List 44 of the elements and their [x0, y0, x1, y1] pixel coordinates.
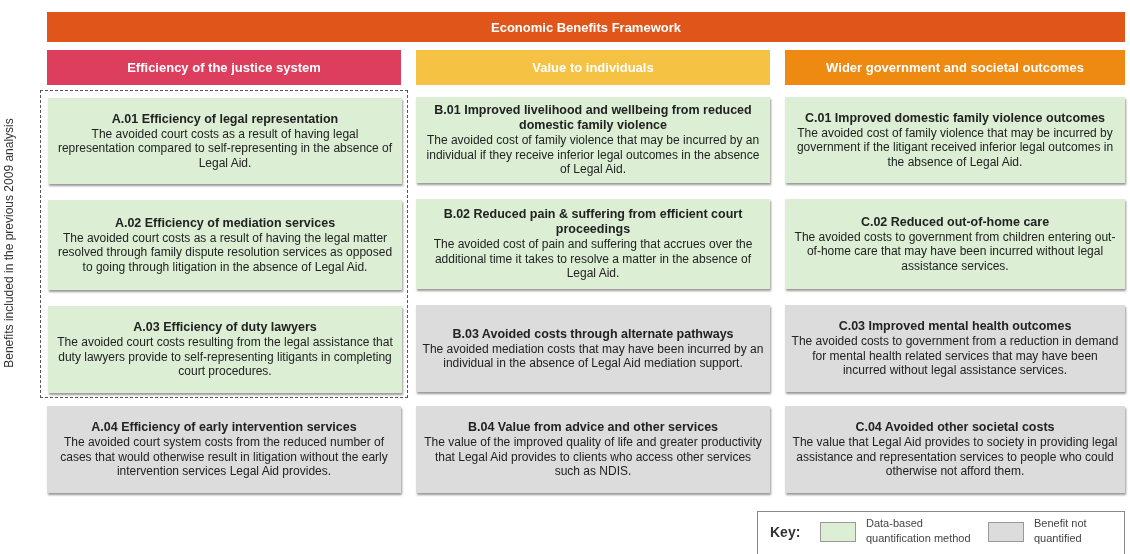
- card-heading: A.01 Efficiency of legal representation: [110, 111, 340, 127]
- card-description: The avoided cost of family violence that may be incurred by government if the litigant received inferior legal outcomes in the absence of Legal Aid.: [795, 125, 1115, 170]
- title-bar: Economic Benefits Framework: [47, 12, 1125, 42]
- benefit-card: [416, 305, 770, 392]
- card-description: The avoided mediation costs that may have been incurred by an individual in the absence of Legal Aid mediation support.: [422, 341, 764, 371]
- card-description: The avoided court system costs from the reduced number of cases that would otherwise result in litigation without the early intervention services Legal Aid provides.: [59, 435, 389, 479]
- benefit-card: [47, 406, 401, 493]
- card-description: The value of the improved quality of life and greater productivity that Legal Aid provides to clients who access other services such as NDIS.: [423, 435, 763, 479]
- benefit-card: [416, 97, 770, 183]
- benefit-card: [785, 97, 1125, 183]
- benefit-card: [785, 406, 1125, 493]
- card-heading: B.03 Avoided costs through alternate pathways: [451, 326, 735, 342]
- card-heading: B.02 Reduced pain & suffering from efficient court proceedings: [442, 207, 744, 238]
- key-label: Key:: [770, 524, 801, 540]
- card-description: The avoided court costs as a result of having the legal matter resolved through family dispute resolution services as opposed to going through litigation in the absence of Legal Aid.: [56, 230, 394, 275]
- column-header: Value to individuals: [416, 50, 770, 85]
- legend-text: Benefit not quantified: [1034, 516, 1088, 546]
- column-header: Wider government and societal outcomes: [785, 50, 1125, 85]
- rotated-caption: Benefits included in the previous 2009 analysis: [2, 117, 17, 370]
- card-description: The avoided cost of pain and suffering that accrues over the additional time it takes to resolve a matter in the absence of Legal Aid.: [432, 237, 754, 281]
- benefit-card: [48, 306, 402, 393]
- benefit-card: [48, 98, 402, 184]
- benefit-card: [48, 200, 402, 290]
- card-description: The avoided costs to government from a reduction in demand for mental health related services that may have been incurred without legal assistance services.: [791, 334, 1119, 378]
- card-description: The value that Legal Aid provides to society in providing legal assistance and representation services to people who could otherwise not afford them.: [791, 435, 1119, 479]
- card-heading: C.04 Avoided other societal costs: [854, 420, 1056, 436]
- benefit-card: [416, 199, 770, 289]
- benefit-card: [785, 199, 1125, 289]
- card-heading: C.02 Reduced out-of-home care: [859, 214, 1051, 230]
- benefit-card: [785, 305, 1125, 392]
- card-heading: C.03 Improved mental health outcomes: [837, 319, 1073, 335]
- card-heading: B.01 Improved livelihood and wellbeing from reduced domestic family violence: [433, 103, 753, 134]
- card-heading: A.04 Efficiency of early intervention services: [90, 420, 358, 436]
- card-description: The avoided costs to government from children entering out-of-home care that may have been incurred without legal assistance services.: [793, 229, 1117, 274]
- benefit-card: [416, 406, 770, 493]
- legend-text: Data-based quantification method: [866, 516, 972, 546]
- card-description: The avoided court costs resulting from the legal assistance that duty lawyers provide to self-representing litigants in completing court procedures.: [56, 335, 394, 379]
- column-header: Efficiency of the justice system: [47, 50, 401, 85]
- card-heading: A.02 Efficiency of mediation services: [113, 215, 337, 231]
- card-heading: B.04 Value from advice and other services: [466, 420, 720, 436]
- card-heading: C.01 Improved domestic family violence outcomes: [803, 110, 1107, 126]
- card-description: The avoided court costs as a result of having legal representation compared to self-representing in the absence of Legal Aid.: [56, 126, 394, 171]
- card-heading: A.03 Efficiency of duty lawyers: [132, 320, 318, 336]
- card-description: The avoided cost of family violence that may be incurred by an individual if they receive inferior legal outcomes in the absence of Legal Aid.: [425, 133, 761, 177]
